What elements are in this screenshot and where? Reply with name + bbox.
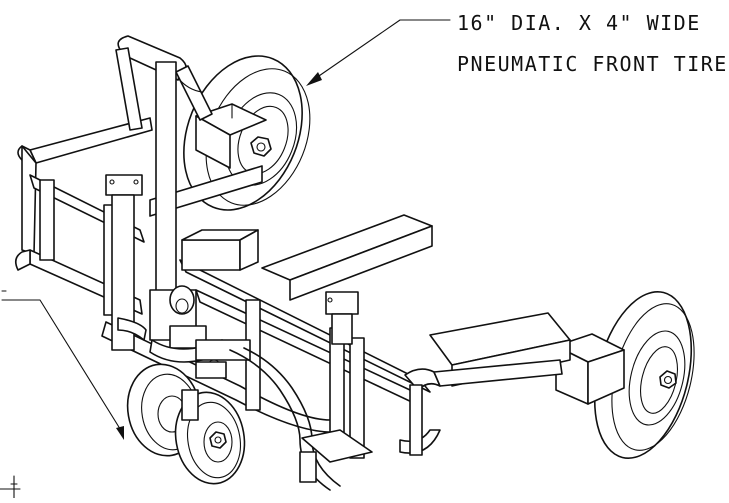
datum-mark — [0, 475, 21, 499]
handle — [115, 35, 259, 318]
mast — [105, 174, 359, 351]
callout-line-1: 16" DIA. X 4" WIDE — [457, 11, 701, 35]
steer-axle — [181, 361, 227, 421]
callout-line-2: PNEUMATIC FRONT TIRES — [457, 52, 729, 76]
tire-callout-leader — [306, 19, 451, 86]
lower-plate — [299, 429, 373, 483]
upper-front-tire — [183, 55, 311, 211]
tube-frame — [14, 117, 563, 459]
left-callout-leader — [1, 290, 124, 440]
right-rear-tire — [593, 291, 695, 459]
hydraulic-pump — [117, 285, 251, 373]
upper-tire-bracket — [195, 103, 267, 169]
